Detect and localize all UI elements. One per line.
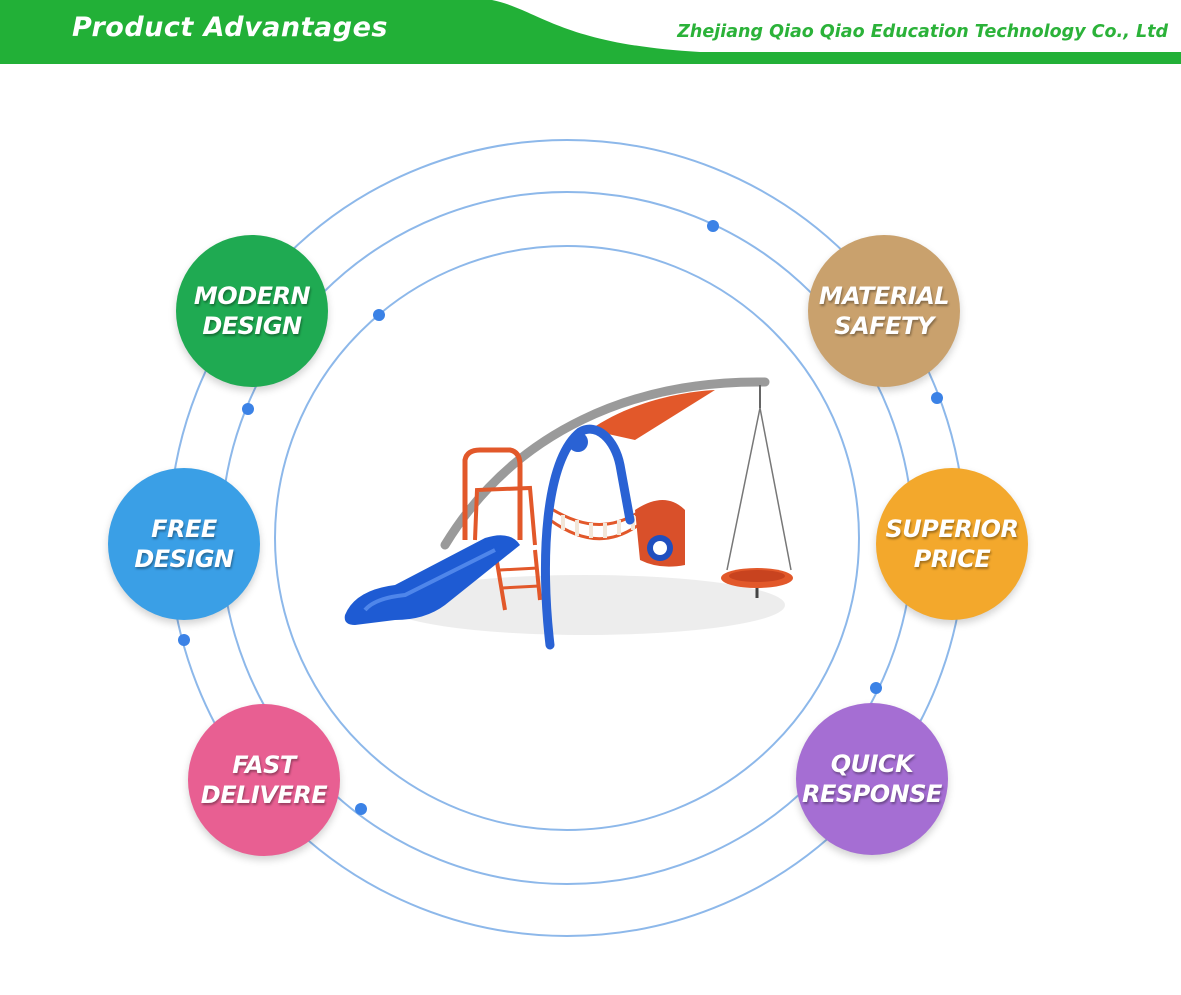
- orbit-dot: [707, 220, 719, 232]
- playground-illustration: [344, 377, 793, 650]
- badge-label: QUICK: [830, 750, 914, 778]
- badge-label: DESIGN: [202, 312, 302, 340]
- header-background: [0, 0, 1181, 64]
- badge-label: MATERIAL: [818, 282, 950, 310]
- header-banner: Product Advantages Zhejiang Qiao Qiao Ed…: [0, 0, 1181, 64]
- inner-ring: [274, 245, 860, 831]
- badge-label: DELIVERE: [200, 781, 328, 809]
- badge-label: FAST: [232, 751, 296, 779]
- orbit-dot: [870, 682, 882, 694]
- badge-label: RESPONSE: [802, 780, 942, 808]
- badge-label: PRICE: [913, 545, 991, 573]
- badge-free-design: FREE DESIGN: [108, 468, 260, 620]
- badge-superior-price: SUPERIOR PRICE: [876, 468, 1028, 620]
- badge-label: DESIGN: [134, 545, 234, 573]
- badge-label: FREE: [151, 515, 217, 543]
- page-title: Product Advantages: [72, 12, 388, 43]
- orbit-dot: [373, 309, 385, 321]
- orbit-dot: [178, 634, 190, 646]
- badge-label: SAFETY: [834, 312, 934, 340]
- company-name: Zhejiang Qiao Qiao Education Technology …: [677, 22, 1168, 42]
- badge-modern-design: MODERN DESIGN: [176, 235, 328, 387]
- badge-fast-delivere: FAST DELIVERE: [188, 704, 340, 856]
- orbit-dot: [355, 803, 367, 815]
- badge-label: SUPERIOR: [885, 515, 1019, 543]
- badge-quick-response: QUICK RESPONSE: [796, 703, 948, 855]
- badge-label: MODERN: [193, 282, 311, 310]
- orbit-dot: [242, 403, 254, 415]
- badge-material-safety: MATERIAL SAFETY: [808, 235, 960, 387]
- orbit-dot: [931, 392, 943, 404]
